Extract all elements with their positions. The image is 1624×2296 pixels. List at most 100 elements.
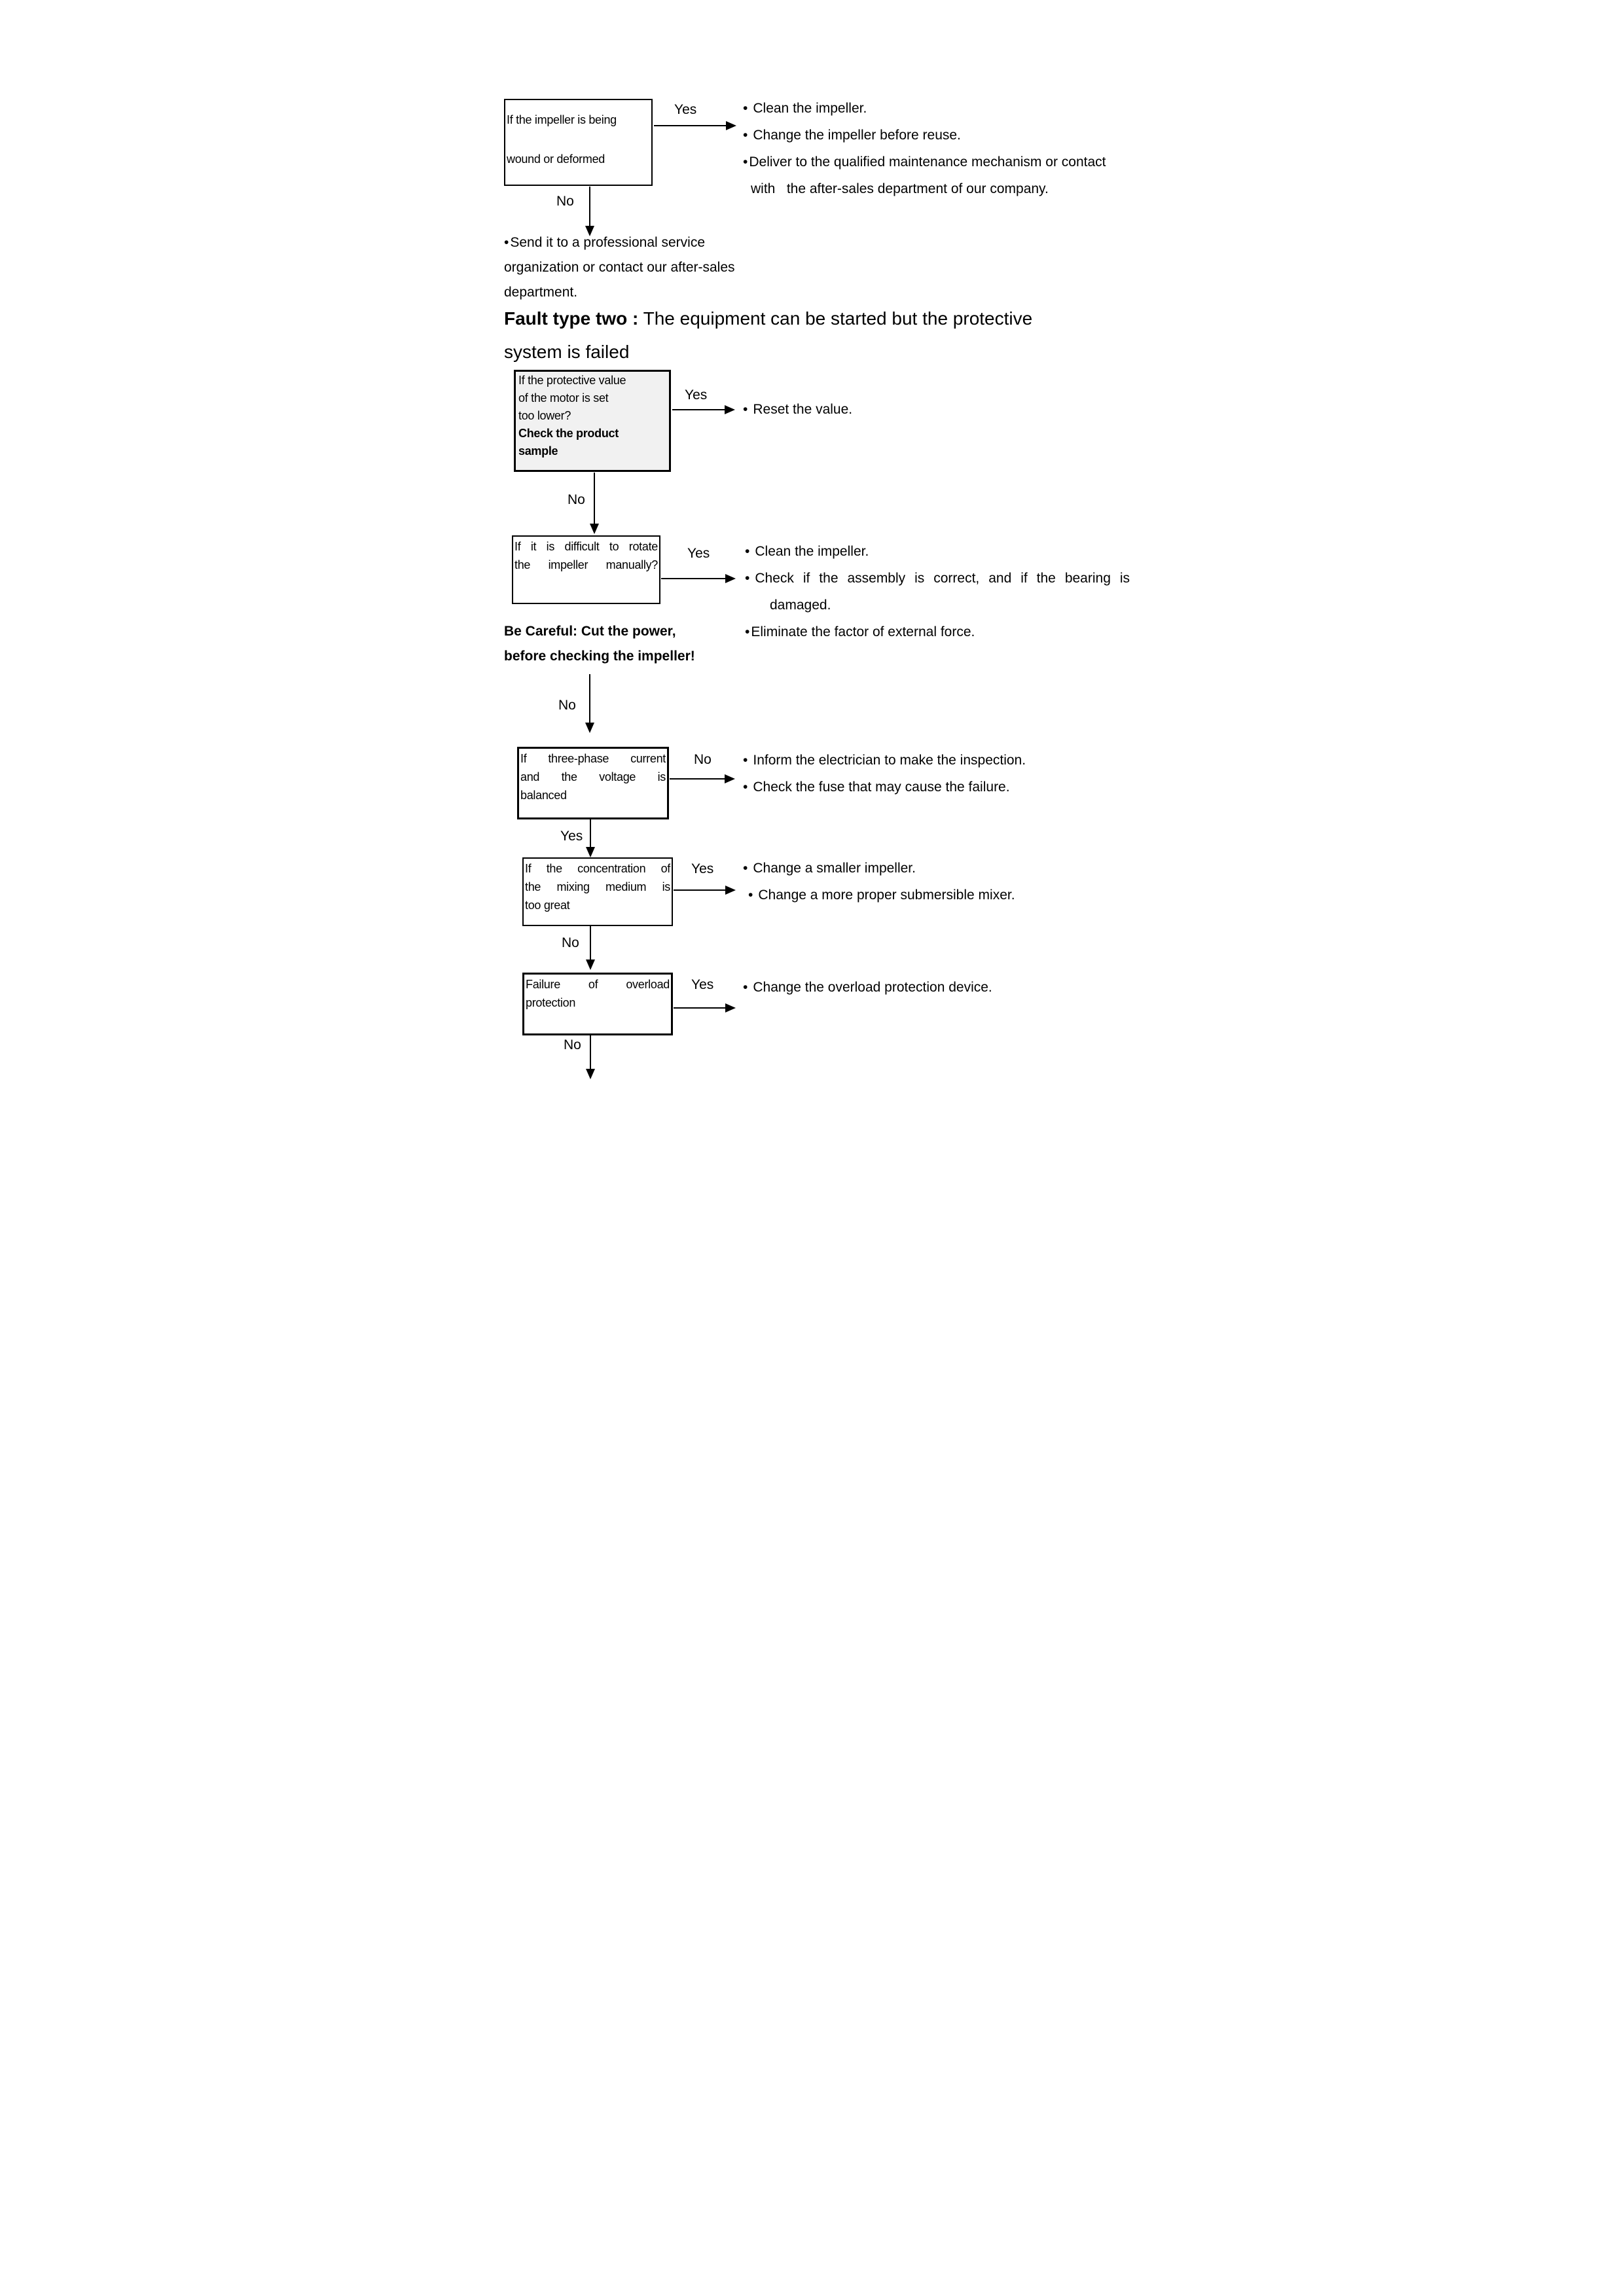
arrow-down-icon (586, 847, 595, 857)
arrow-right-icon (726, 121, 736, 130)
arrow-right-icon (725, 405, 735, 414)
remedy-text: Change the impeller before reuse. (753, 128, 961, 143)
heading-line: Fault type two : The equipment can be st… (504, 302, 1032, 335)
remedy-text: Inform the electrician to make the inspe… (753, 753, 1026, 768)
connector-line (674, 1007, 727, 1009)
box-text-line: If the impeller is being (507, 113, 617, 126)
no-label: No (568, 492, 585, 507)
remedy-text: Change the overload protection device. (753, 980, 992, 995)
arrow-down-icon (590, 524, 599, 534)
yes-label: Yes (674, 102, 697, 117)
remedy-item: • Inform the electrician to make the insp… (743, 747, 1026, 774)
box-text-line-bold: sample (518, 444, 558, 457)
connector-line (670, 778, 726, 780)
box-text-line: too great (525, 899, 570, 912)
remedy-item: •Check if the assembly is correct, and i… (745, 565, 1130, 592)
no-label: No (564, 1037, 581, 1052)
bullet-icon: • (745, 544, 750, 559)
remedy-item: • Change a more proper submersible mixer. (743, 882, 1015, 908)
decision-box-overload-protection: Failure of overload protection (522, 973, 673, 1035)
bullet-icon: • (743, 780, 748, 795)
decision-box-protective-value: If the protective value of the motor is … (514, 370, 671, 472)
box-text-line: If it is difficult to rotate (514, 540, 658, 553)
box-text-line-bold: Check the product (518, 427, 619, 440)
box-text-line: Failure of overload (526, 978, 670, 991)
box-text-line: of the motor is set (518, 391, 609, 404)
bullet-icon: • (743, 980, 748, 995)
box-text-line: If the concentration of (525, 862, 670, 875)
remedy-item: • Change the impeller before reuse. (743, 122, 1106, 149)
box-text-line: the impeller manually? (514, 558, 658, 571)
remedy-text: Change a smaller impeller. (753, 861, 916, 876)
remedy-item-continuation: with the after-sales department of our c… (751, 181, 1049, 196)
remedy-item: • Change a smaller impeller. (743, 855, 1015, 882)
remedy-list: • Inform the electrician to make the insp… (743, 747, 1026, 800)
remedy-text: Reset the value. (753, 402, 853, 417)
remedy-text: Change a more proper submersible mixer. (758, 888, 1015, 903)
box-text-line: wound or deformed (507, 152, 605, 166)
manual-page: If the impeller is being wound or deform… (406, 0, 1218, 1148)
remedy-list: • Reset the value. (743, 396, 852, 423)
bullet-icon: • (743, 128, 748, 143)
decision-box-impeller-wound: If the impeller is being wound or deform… (504, 99, 653, 186)
warning-line: Be Careful: Cut the power, (504, 624, 676, 639)
note-line: organization or contact our after-sales (504, 260, 735, 275)
arrow-down-icon (585, 226, 594, 236)
box-text-line: too lower? (518, 409, 571, 422)
connector-line (672, 409, 726, 410)
connector-line (654, 125, 727, 126)
remedy-item: •Clean the impeller. (745, 538, 1130, 565)
connector-line (661, 578, 727, 579)
yes-label: Yes (687, 546, 710, 561)
arrow-down-icon (586, 1069, 595, 1079)
bullet-icon: • (743, 861, 748, 876)
fault-type-two-heading: Fault type two : The equipment can be st… (504, 302, 1032, 368)
remedy-item: •Eliminate the factor of external force. (745, 619, 1130, 645)
arrow-right-icon (725, 774, 735, 783)
heading-line: system is failed (504, 342, 630, 362)
note-line: department. (504, 285, 578, 300)
connector-line (589, 187, 590, 227)
box-text-line: the mixing medium is (525, 880, 670, 893)
bullet-icon: • (504, 235, 509, 250)
bullet-icon: • (745, 624, 750, 639)
no-label: No (558, 698, 576, 713)
box-text-line: If the protective value (518, 374, 626, 387)
box-text-line: If three-phase current (520, 752, 666, 765)
heading-rest: The equipment can be started but the pro… (638, 308, 1033, 329)
remedy-text: Eliminate the factor of external force. (751, 624, 975, 639)
no-label: No (562, 935, 579, 950)
bullet-icon: • (743, 753, 748, 768)
connector-line (594, 473, 595, 526)
box-text-line: and the voltage is (520, 770, 666, 783)
arrow-right-icon (725, 574, 736, 583)
remedy-text: Deliver to the qualified maintenance mec… (749, 154, 1106, 170)
remedy-item: •Clean the impeller. (743, 95, 1106, 122)
bullet-icon: • (748, 888, 753, 903)
bullet-icon: • (745, 571, 750, 586)
bullet-icon: • (743, 101, 748, 116)
note-line: •Send it to a professional service (504, 230, 735, 255)
connector-line (589, 674, 590, 724)
remedy-item: •Deliver to the qualified maintenance me… (743, 149, 1106, 175)
connector-line (674, 889, 727, 891)
yes-label: Yes (691, 861, 714, 876)
no-label: No (694, 752, 712, 767)
arrow-down-icon (585, 723, 594, 733)
be-careful-warning: Be Careful: Cut the power, before checki… (504, 619, 695, 669)
decision-box-three-phase: If three-phase current and the voltage i… (517, 747, 669, 819)
note-text: Send it to a professional service (510, 235, 706, 250)
remedy-item: • Change the overload protection device. (743, 974, 992, 1001)
no-label: No (556, 194, 574, 209)
yes-label: Yes (685, 387, 708, 403)
remedy-list: • Change the overload protection device. (743, 974, 992, 1001)
box-text-line: balanced (520, 789, 567, 802)
warning-line: before checking the impeller! (504, 649, 695, 664)
remedy-item: •Check the fuse that may cause the failu… (743, 774, 1026, 800)
yes-label: Yes (691, 977, 714, 992)
decision-box-rotate-impeller: If it is difficult to rotate the impelle… (512, 535, 660, 604)
box-text-line: protection (526, 996, 576, 1009)
bullet-icon: • (743, 154, 748, 170)
bullet-icon: • (743, 402, 748, 417)
connector-line (590, 926, 591, 961)
